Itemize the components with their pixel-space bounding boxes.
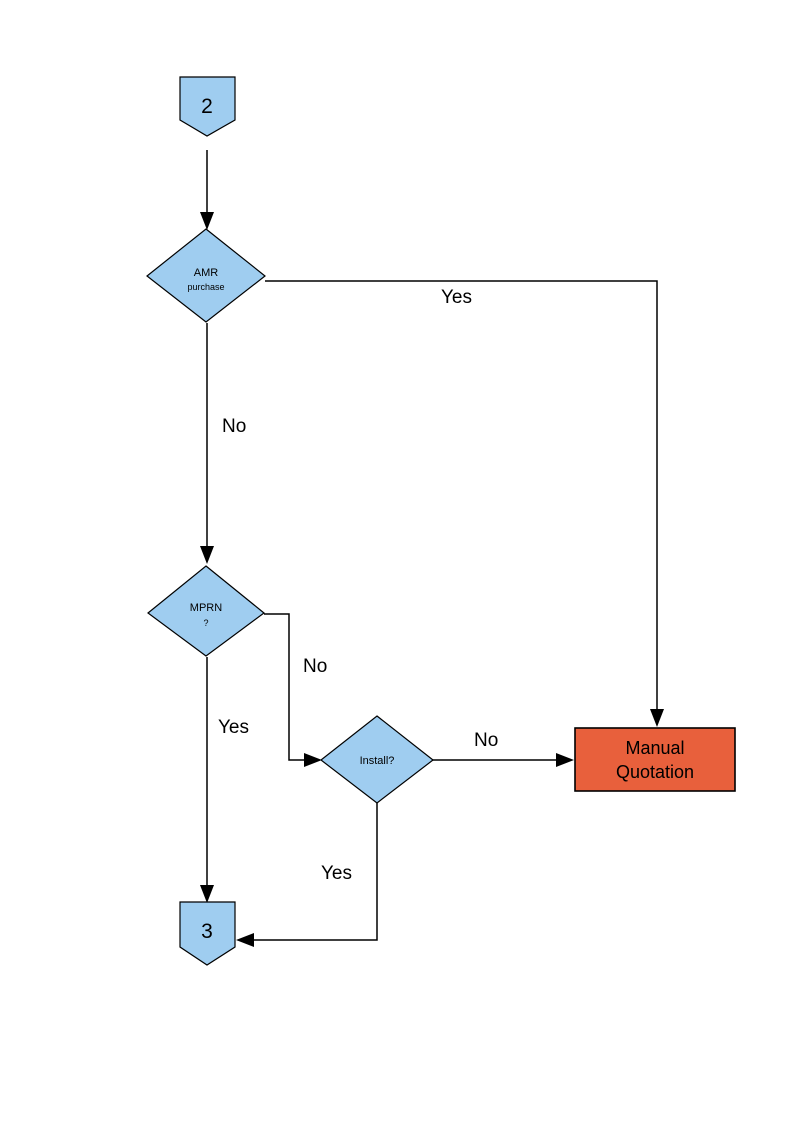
arrowhead-install-yes [236,933,254,947]
edge-mprn-no [264,613,311,761]
amr-decision-label-line2: purchase [187,282,224,292]
manual-quotation-label-line2: Quotation [616,762,694,782]
edge-label-mprn-no: No [303,656,327,677]
manual-quotation-shape[interactable] [574,727,736,792]
node-mprn-decision[interactable]: MPRN ? [147,565,265,657]
edge-install-yes [248,803,378,941]
edge-label-install-yes: Yes [321,863,352,884]
start-connector-shape[interactable] [179,76,236,137]
edge-label-amr-yes: Yes [441,287,472,308]
amr-decision-shape[interactable] [146,228,266,323]
mprn-decision-label-line2: ? [203,618,208,628]
edge-amr-yes [265,280,658,714]
node-start-connector[interactable]: 2 [179,76,236,137]
mprn-decision-shape[interactable] [147,565,265,657]
arrowhead-mprn-yes [200,885,214,903]
edge-label-mprn-yes: Yes [218,717,249,738]
node-amr-decision[interactable]: AMR purchase [146,228,266,323]
end-connector-shape[interactable] [179,901,236,966]
install-decision-label: Install? [360,755,395,767]
node-manual-quotation[interactable]: Manual Quotation [574,727,736,792]
arrowhead-install-no [556,753,574,767]
arrowhead-start-to-amr [200,212,214,230]
edge-label-install-no: No [474,730,498,751]
start-connector-label: 2 [201,95,213,118]
arrowhead-amr-no [200,546,214,564]
mprn-decision-label-line1: MPRN [190,602,222,614]
node-end-connector[interactable]: 3 [179,901,236,966]
end-connector-label: 3 [201,920,213,943]
arrowhead-mprn-no [304,753,322,767]
manual-quotation-label-line1: Manual [625,738,684,758]
node-install-decision[interactable]: Install? [320,715,434,804]
install-decision-shape[interactable] [320,715,434,804]
edge-label-amr-no: No [222,416,246,437]
arrowhead-amr-yes [650,709,664,727]
amr-decision-label-line1: AMR [194,267,219,279]
